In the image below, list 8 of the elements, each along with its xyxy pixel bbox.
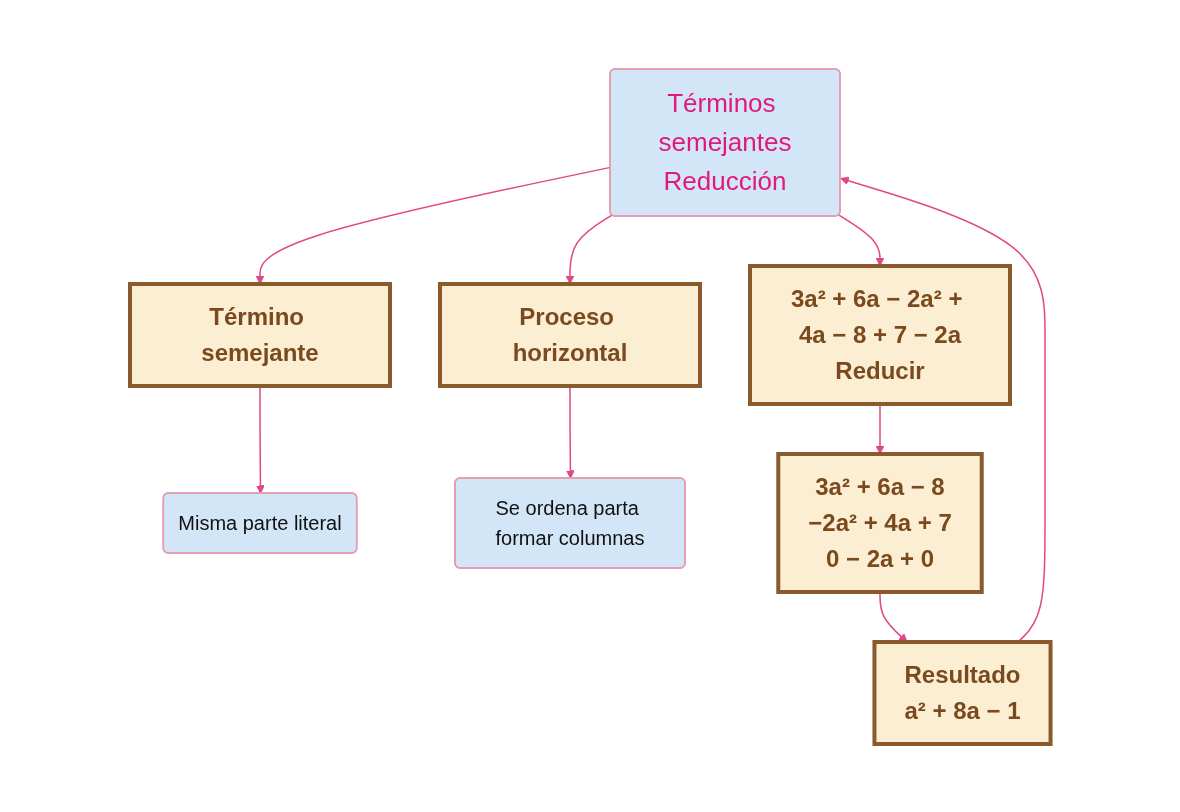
arrow	[255, 166, 611, 284]
node-box: Resultado a² + 8a − 1	[872, 639, 1053, 746]
node-box: Proceso horizontal	[437, 281, 702, 388]
arrow	[565, 213, 613, 284]
node-box: 3a² + 6a − 2a² + 4a − 8 + 7 − 2a Reducir	[747, 263, 1012, 406]
node-box: Término semejante	[127, 281, 392, 388]
arrow	[837, 213, 885, 266]
node-box: 3a² + 6a − 8 −2a² + 4a + 7 0 − 2a + 0	[776, 451, 984, 594]
